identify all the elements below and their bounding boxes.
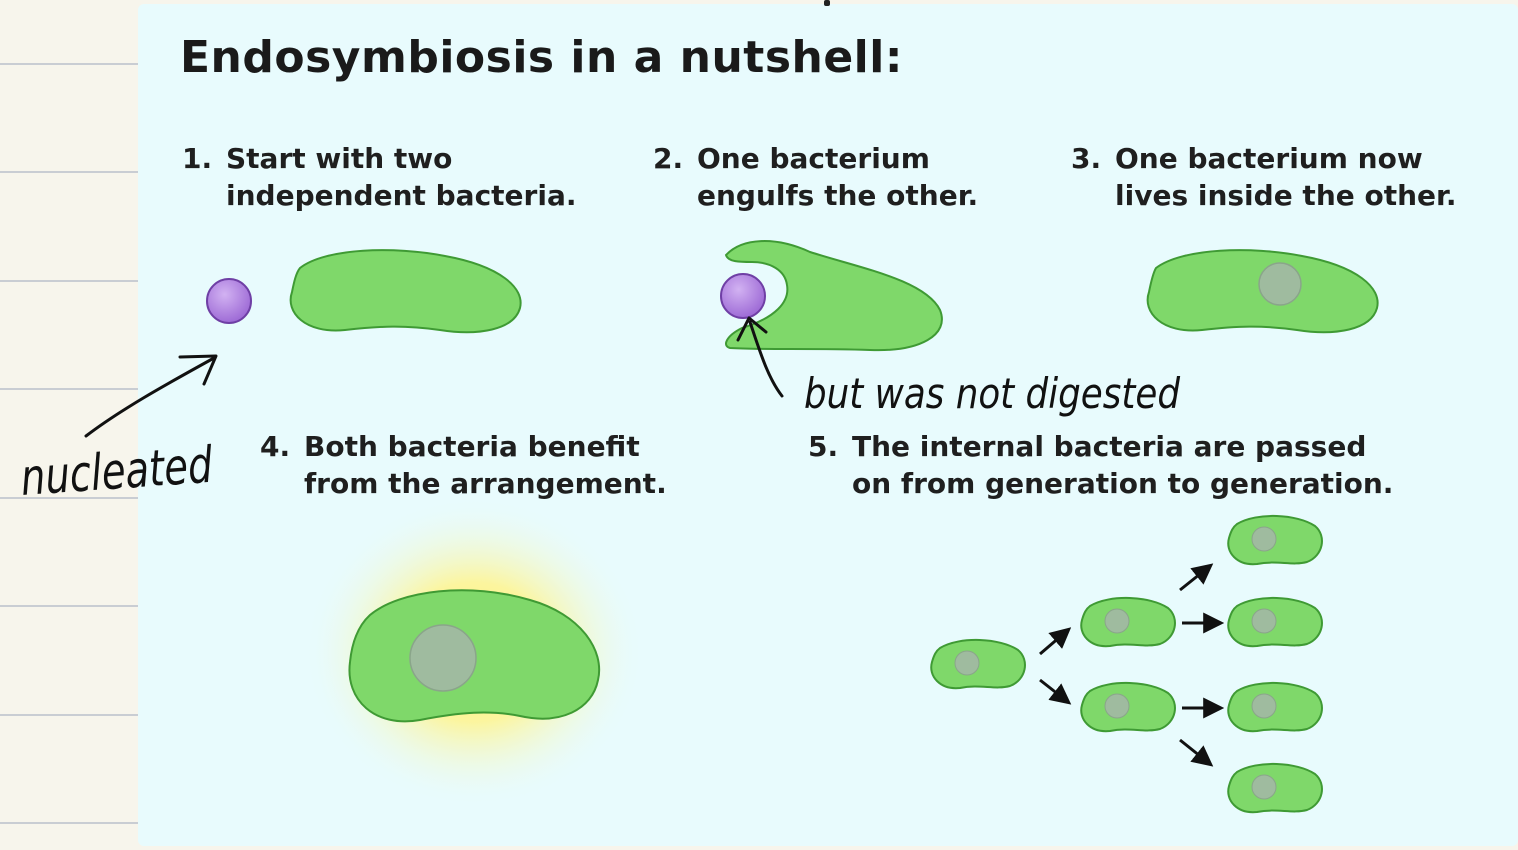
generation-cell (1227, 515, 1323, 566)
step-number: 5. (808, 430, 839, 463)
step-text-line1: The internal bacteria are passed (852, 430, 1367, 463)
step-text-line1: One bacterium (697, 142, 930, 175)
annotation-arrowhead (736, 316, 768, 342)
ink-mark (824, 0, 830, 6)
diagram-title: Endosymbiosis in a nutshell: (180, 32, 903, 83)
generation-tree (930, 515, 1323, 814)
notebook-rule (0, 605, 138, 607)
step-text-line2: lives inside the other. (1115, 179, 1457, 212)
notebook-rule (0, 388, 138, 390)
step-text-line2: independent bacteria. (226, 179, 577, 212)
small-bacterium (720, 273, 766, 319)
step-5-caption: 5. The internal bacteria are passed on fr… (808, 428, 1393, 502)
annotation-arrowhead (178, 354, 218, 386)
step-4-caption: 4. Both bacteria benefit from the arrange… (260, 428, 667, 502)
internal-bacterium (409, 624, 477, 692)
generation-cell (1227, 682, 1323, 733)
notebook-rule (0, 171, 138, 173)
notebook-rule (0, 63, 138, 65)
step-number: 3. (1071, 142, 1102, 175)
step-text-line1: One bacterium now (1115, 142, 1423, 175)
step-number: 4. (260, 430, 291, 463)
notebook-rule (0, 822, 138, 824)
annotation-arrow (748, 320, 784, 398)
step-text-line1: Start with two (226, 142, 453, 175)
generation-cell (1227, 763, 1323, 814)
step-text-line2: from the arrangement. (304, 467, 667, 500)
notebook-rule (0, 497, 138, 499)
generation-cell (1080, 597, 1176, 648)
generation-cell (930, 639, 1026, 690)
step-number: 1. (182, 142, 213, 175)
step-1-caption: 1. Start with two independent bacteria. (182, 140, 576, 214)
notebook-rule (0, 280, 138, 282)
step-number: 2. (653, 142, 684, 175)
generation-cell (1080, 682, 1176, 733)
step-3-caption: 3. One bacterium now lives inside the oth… (1071, 140, 1456, 214)
small-bacterium (206, 278, 252, 324)
step-text-line2: engulfs the other. (697, 179, 979, 212)
step-2-caption: 2. One bacterium engulfs the other. (653, 140, 978, 214)
engulfing-bacterium (724, 240, 943, 352)
step-text-line1: Both bacteria benefit (304, 430, 640, 463)
generation-cell (1227, 597, 1323, 648)
annotation-not-digested: but was not digested (804, 369, 1180, 418)
step-text-line2: on from generation to generation. (852, 467, 1394, 500)
annotation-nucleated: nucleated (19, 436, 215, 507)
internal-bacterium (1258, 262, 1302, 306)
notebook-rule (0, 714, 138, 716)
large-bacterium (289, 249, 522, 334)
annotation-arrow (84, 356, 216, 438)
